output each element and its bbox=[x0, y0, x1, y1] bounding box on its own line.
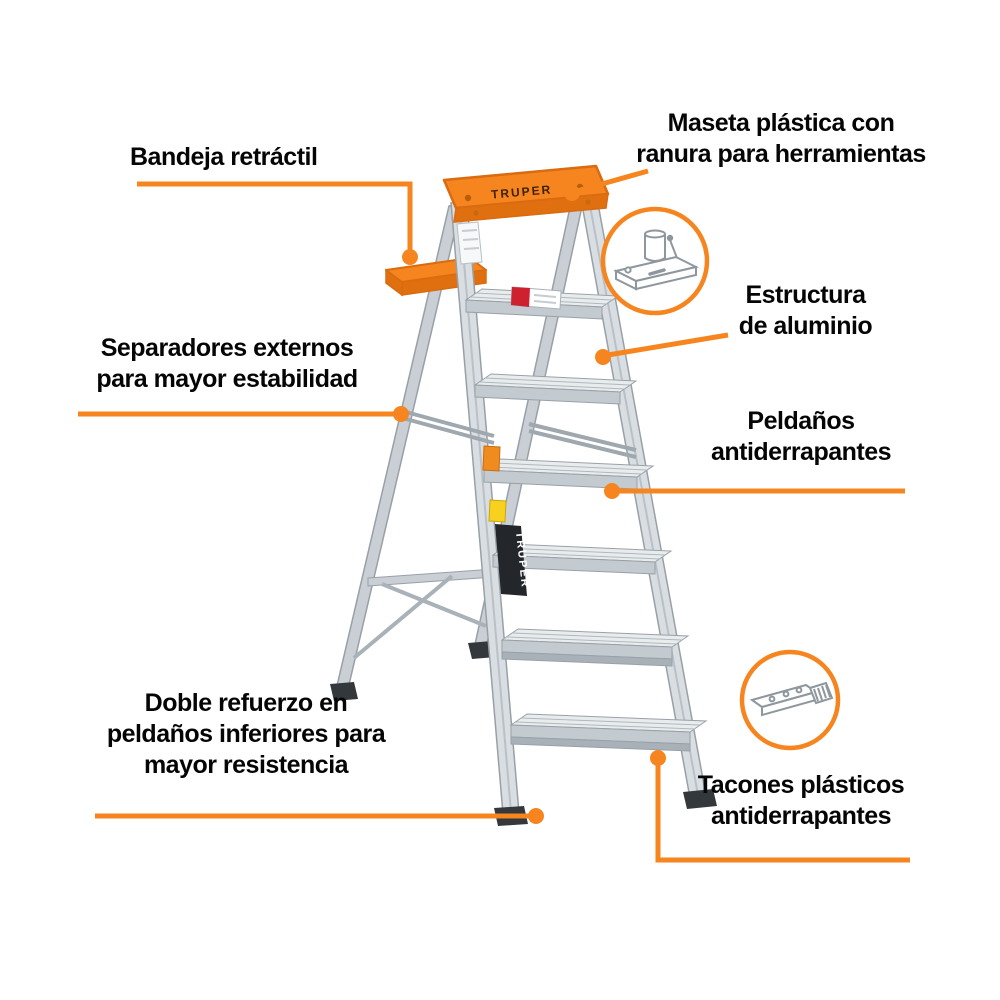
instruction-sticker bbox=[456, 221, 483, 265]
spreader-bars bbox=[405, 410, 637, 459]
cap-rivet bbox=[473, 210, 479, 216]
step bbox=[491, 543, 673, 575]
callout-label-frame: Estructura de aluminio bbox=[738, 281, 873, 340]
callout-dot-top-cap bbox=[564, 185, 580, 201]
callout-dot-frame bbox=[595, 349, 611, 365]
callout-dot-spreaders bbox=[393, 406, 409, 422]
rear-diagonal-brace bbox=[352, 574, 454, 660]
cap-rivet bbox=[464, 194, 472, 202]
callout-label-reinforced-steps: Doble refuerzo en peldaños inferiores pa… bbox=[106, 689, 386, 779]
step-reinforced bbox=[509, 713, 708, 752]
callout-label-feet: Tacones plásticos antiderrapantes bbox=[697, 771, 905, 830]
brand-sticker bbox=[495, 524, 527, 596]
callout-dot-reinforced-steps bbox=[528, 808, 544, 824]
cap-rivet bbox=[585, 199, 591, 205]
callout-line-tray bbox=[137, 181, 413, 250]
callout-line-top-cap bbox=[576, 168, 649, 194]
callout-line-frame bbox=[607, 332, 729, 358]
callout-dot-feet bbox=[650, 750, 666, 766]
callout-dot-steps bbox=[604, 483, 620, 499]
step-reinforced bbox=[500, 628, 690, 667]
callout-line-feet bbox=[655, 764, 910, 863]
step bbox=[473, 373, 638, 405]
ladder-illustration: TRUPER TRUPER bbox=[330, 164, 717, 826]
warning-sticker-red-block bbox=[511, 287, 530, 307]
callout-label-spreaders: Separadores externos para mayor estabili… bbox=[96, 334, 358, 393]
callout-dot-tray bbox=[402, 249, 418, 265]
orange-sticker bbox=[482, 445, 501, 472]
callout-lines bbox=[78, 168, 910, 863]
rear-left-foot bbox=[330, 682, 358, 701]
cap-brand-text: TRUPER bbox=[490, 182, 552, 201]
front-right-foot bbox=[683, 789, 717, 809]
foot-detail-icon bbox=[739, 649, 841, 751]
rear-cross-brace bbox=[367, 568, 495, 587]
stickers: TRUPER bbox=[456, 221, 562, 596]
top-cap-detail-icon bbox=[600, 206, 710, 316]
rear-diagonal-brace bbox=[381, 582, 487, 628]
callout-label-tray: Bandeja retráctil bbox=[130, 143, 318, 171]
brand-sticker-text: TRUPER bbox=[513, 531, 531, 589]
yellow-sticker bbox=[488, 499, 507, 523]
callout-label-top-cap: Maseta plástica con ranura para herramie… bbox=[636, 109, 926, 168]
callout-label-steps: Peldaños antiderrapantes bbox=[710, 407, 892, 466]
